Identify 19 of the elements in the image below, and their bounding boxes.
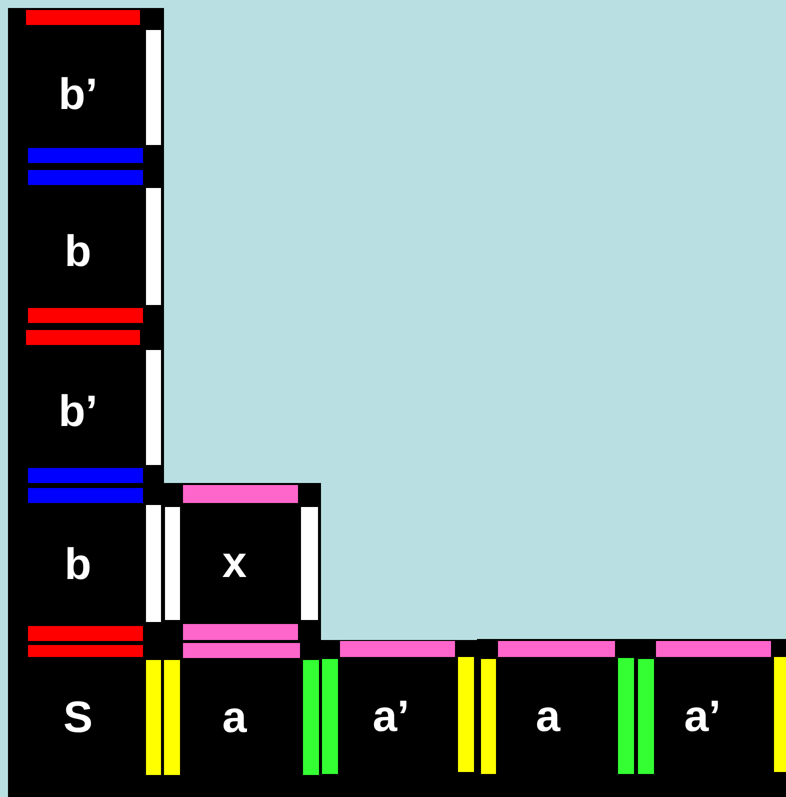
tile-label: b’ xyxy=(57,387,99,437)
tile xyxy=(8,485,164,645)
tile-label: b xyxy=(64,227,92,277)
tile xyxy=(477,639,635,797)
tile-label: S xyxy=(62,693,94,743)
tile xyxy=(8,8,164,165)
tile-label: a’ xyxy=(372,692,410,742)
tile xyxy=(8,325,164,485)
tile-label: a xyxy=(534,692,562,742)
tile-label: b xyxy=(64,540,92,590)
tile-label: a’ xyxy=(683,692,722,742)
tile-label: b’ xyxy=(57,70,99,120)
tile-label: x xyxy=(221,538,248,588)
tile xyxy=(635,639,786,797)
tile xyxy=(164,641,321,797)
tile xyxy=(8,165,164,325)
tile xyxy=(8,645,164,797)
tile xyxy=(321,640,477,797)
tile-label: a xyxy=(221,693,248,743)
